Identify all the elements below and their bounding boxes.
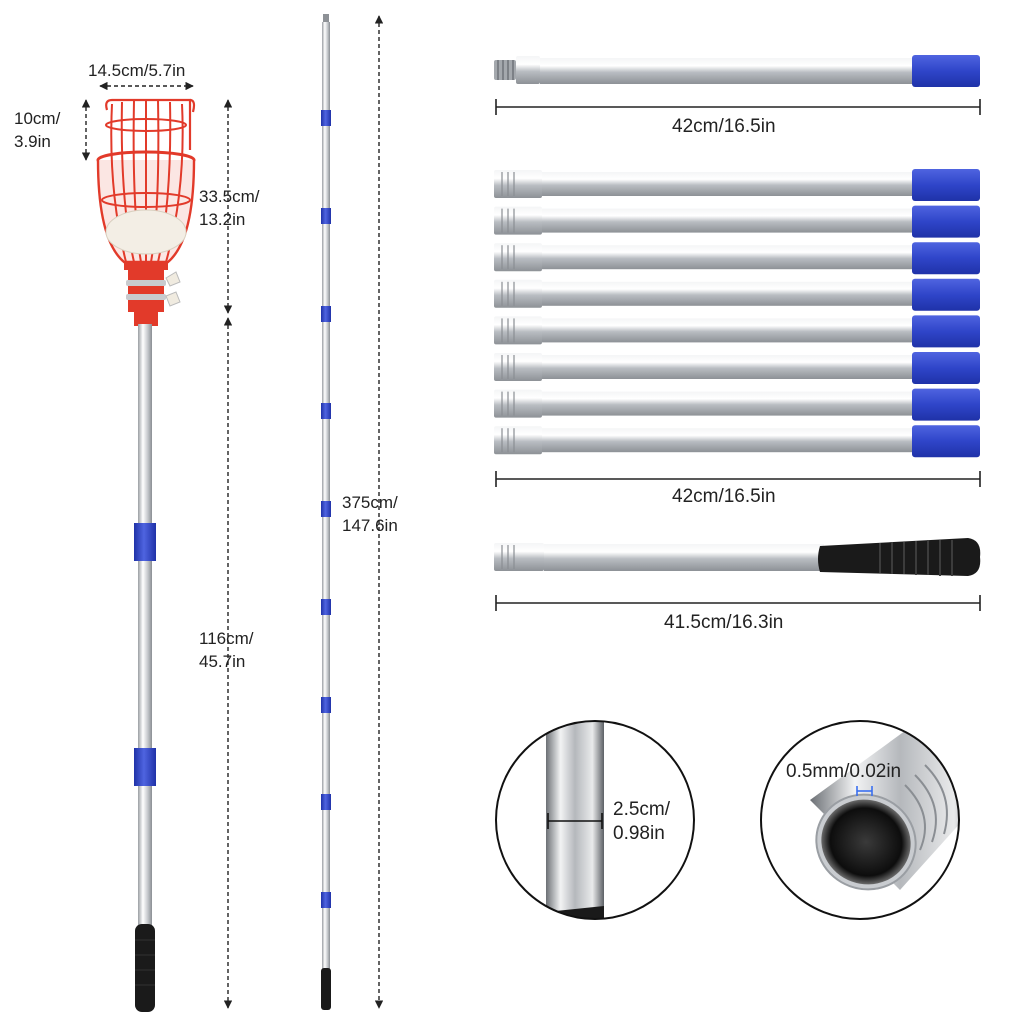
mid-section-length-label: 42cm/16.5in [672,486,776,507]
middle-section-tube [494,315,980,348]
wall-thickness-detail-circle [760,720,960,920]
basket-top-height-label-line1: 10cm/ [14,109,61,128]
basket-top-height-label-line2: 3.9in [14,132,51,151]
total-length-label-line2: 147.6in [342,516,398,535]
middle-section-tube [494,278,980,311]
diameter-detail-circle [495,720,695,920]
handle-section-length-label: 41.5cm/16.3in [664,612,784,633]
middle-section-tube [494,169,980,201]
middle-section-tube [494,425,980,458]
middle-section-tube [494,388,980,421]
extended-pole [321,14,331,1010]
top-section-tube [494,55,980,87]
basket-height-label-line1: 33.5cm/ [199,187,260,206]
basket-width-label: 14.5cm/5.7in [88,61,186,80]
diameter-label-line1: 2.5cm/ [613,799,671,820]
middle-sections [494,169,980,458]
middle-section-tube [494,242,980,275]
total-length-label-line1: 375cm/ [342,493,398,512]
short-pole [134,324,156,1012]
diameter-label-line2: 0.98in [613,823,665,844]
middle-section-tube [494,352,980,384]
top-section-length-label: 42cm/16.5in [672,116,776,137]
fruit-picker-basket [96,98,196,326]
pole-length-label-line1: 116cm/ [199,629,254,648]
pole-length-label-line2: 45.7in [199,652,246,671]
wall-thickness-label: 0.5mm/0.02in [786,761,902,782]
basket-height-label-line2: 13.2in [199,210,246,229]
handle-section-tube [494,538,981,576]
middle-section-tube [494,205,980,238]
